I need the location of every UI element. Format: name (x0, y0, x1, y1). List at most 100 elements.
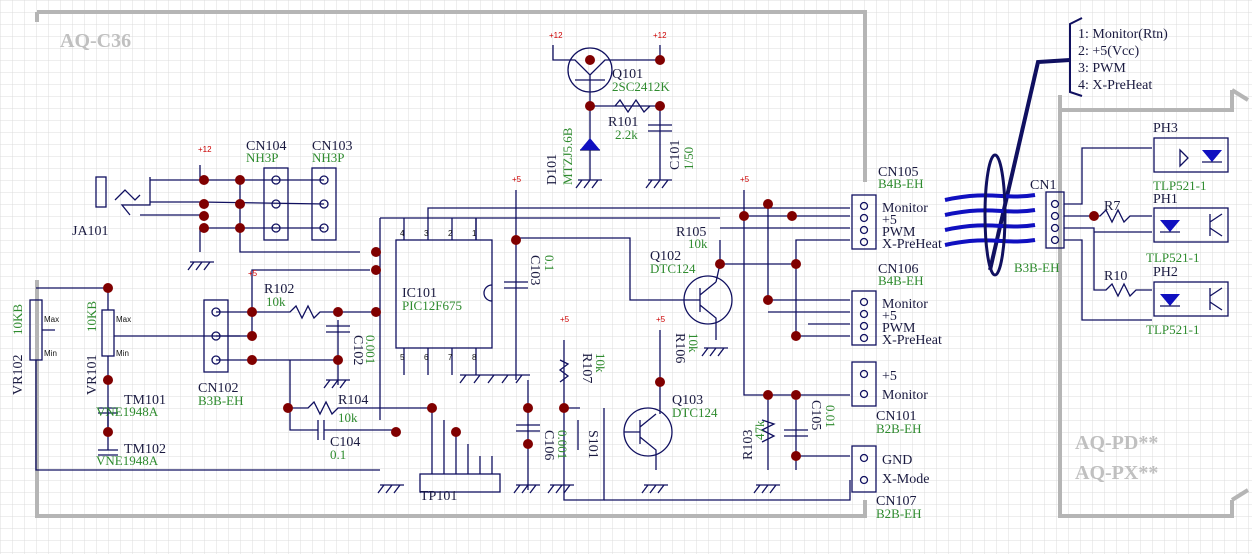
svg-text:7: 7 (448, 353, 453, 362)
c105-value: 0.01 (823, 405, 838, 428)
svg-text:4: 4 (400, 229, 405, 238)
c104-ref: C104 (330, 435, 360, 450)
board-label-left: AQ-C36 (60, 30, 131, 52)
cn105-type: B4B-EH (878, 176, 924, 191)
cn105-pin-pwm: PWM (882, 225, 916, 240)
cn106-pin-monitor: Monitor (882, 297, 928, 312)
cn103-type: NH3P (312, 150, 345, 165)
cn107-pin-xmode: X-Mode (882, 472, 929, 487)
ic101-type: PIC12F675 (402, 298, 462, 313)
q101-type: 2SC2412K (612, 79, 670, 94)
connector-cn105: CN105 B4B-EH Monitor +5 PWM X-PreHeat (851, 165, 942, 252)
connector-cn106: CN106 B4B-EH Monitor +5 PWM X-PreHeat (851, 262, 942, 348)
q102-type: DTC124 (650, 261, 696, 276)
svg-text:1: 1 (472, 229, 477, 238)
supply-plus5-d: +5 (656, 315, 666, 324)
cn107-type: B2B-EH (876, 506, 922, 521)
cn107-ref: CN107 (876, 494, 916, 509)
r107-value: 10k (593, 353, 608, 373)
r101-value: 2.2k (615, 127, 638, 142)
svg-text:5: 5 (400, 353, 405, 362)
board-label-right-2: AQ-PX** (1075, 462, 1158, 484)
transistor-q103: Q103 DTC124 (623, 330, 718, 470)
cable-pin-2: 2: +5(Vcc) (1078, 44, 1139, 59)
r103-value: 47k (752, 420, 767, 440)
cn1-type: B3B-EH (1014, 260, 1060, 275)
q103-type: DTC124 (672, 405, 718, 420)
cn102-ref: CN102 (198, 381, 238, 396)
ph1-type: TLP521-1 (1146, 250, 1199, 265)
jack-ja101: JA101 (72, 176, 200, 239)
cn103-ref: CN103 (312, 139, 352, 154)
cn106-type: B4B-EH (878, 273, 924, 288)
tp101-ref: TP101 (420, 489, 457, 504)
ph3-type: TLP521-1 (1153, 178, 1206, 193)
r101-ref: R101 (608, 115, 638, 130)
cn104-type: NH3P (246, 150, 279, 165)
r103-ref: R103 (741, 430, 756, 460)
ph1-ref: PH1 (1153, 192, 1178, 207)
cable-pin-3: 3: PWM (1078, 61, 1126, 76)
tm101-type: VNE1948A (96, 404, 159, 419)
zener-d101: D101 MTZJ5.6B (545, 106, 600, 185)
r105-ref: R105 (676, 225, 706, 240)
c102-value: 0.001 (363, 335, 378, 364)
c102-ref: C102 (350, 335, 365, 365)
c101-value: 1/50 (681, 147, 696, 170)
cn106-pin-plus5: +5 (882, 309, 897, 324)
s101-ref: S101 (585, 430, 600, 459)
svg-text:6: 6 (424, 353, 429, 362)
vr102-ref: VR102 (11, 355, 26, 395)
vr102-min: Min (44, 349, 57, 358)
q103-ref: Q103 (672, 393, 703, 408)
cn102-type: B3B-EH (198, 393, 244, 408)
cn106-pin-pwm: PWM (882, 321, 916, 336)
transistor-q101: Q101 2SC2412K +12 +12 (549, 31, 670, 106)
cn105-pin-monitor: Monitor (882, 201, 928, 216)
testpoint-tp101: TP101 (419, 408, 501, 504)
cn107-pin-gnd: GND (882, 453, 912, 468)
cn106-ref: CN106 (878, 262, 918, 277)
svg-text:3: 3 (424, 229, 429, 238)
supply-plus5-e: +5 (740, 175, 750, 184)
vr101-value: 10KB (84, 301, 99, 332)
vr102-max: Max (44, 315, 59, 324)
ph3-ref: PH3 (1153, 121, 1178, 136)
ground-symbols (187, 179, 780, 494)
vr102-value: 10KB (10, 304, 25, 335)
junction-dots (103, 55, 1099, 461)
d101-type: MTZJ5.6B (560, 127, 575, 185)
cn1-ref: CN1 (1030, 178, 1056, 193)
opto-ph3: PH3 TLP521-1 (1153, 121, 1229, 193)
c105-ref: C105 (808, 400, 823, 430)
cn101-pin-monitor: Monitor (882, 388, 928, 403)
r107-ref: R107 (579, 353, 594, 383)
r104-ref: R104 (338, 393, 368, 408)
c103-value: 0.1 (542, 255, 557, 271)
cn101-ref: CN101 (876, 409, 916, 424)
cable-pin-4: 4: X-PreHeat (1078, 78, 1152, 93)
svg-text:2: 2 (448, 229, 453, 238)
opto-ph2: PH2 TLP521-1 (1146, 265, 1229, 337)
tm102-type: VNE1948A (96, 453, 159, 468)
opto-ph1: PH1 TLP521-1 (1146, 192, 1229, 265)
ph2-type: TLP521-1 (1146, 322, 1199, 337)
transistor-q102: Q102 DTC124 (650, 240, 733, 340)
r104-value: 10k (338, 410, 358, 425)
r106-ref: R106 (672, 333, 687, 363)
r102-ref: R102 (264, 282, 294, 297)
c106-ref: C106 (541, 430, 556, 460)
ph2-ref: PH2 (1153, 265, 1178, 280)
supply-plus5-b: +5 (248, 269, 258, 278)
r106-value: 10k (686, 333, 701, 353)
c104-value: 0.1 (330, 447, 346, 462)
cn101-pin-plus5: +5 (882, 369, 897, 384)
vr101-min: Min (116, 349, 129, 358)
ic101-ref: IC101 (402, 286, 437, 301)
q102-ref: Q102 (650, 249, 681, 264)
cn104-ref: CN104 (246, 139, 286, 154)
supply-plus12-a: +12 (198, 145, 212, 154)
